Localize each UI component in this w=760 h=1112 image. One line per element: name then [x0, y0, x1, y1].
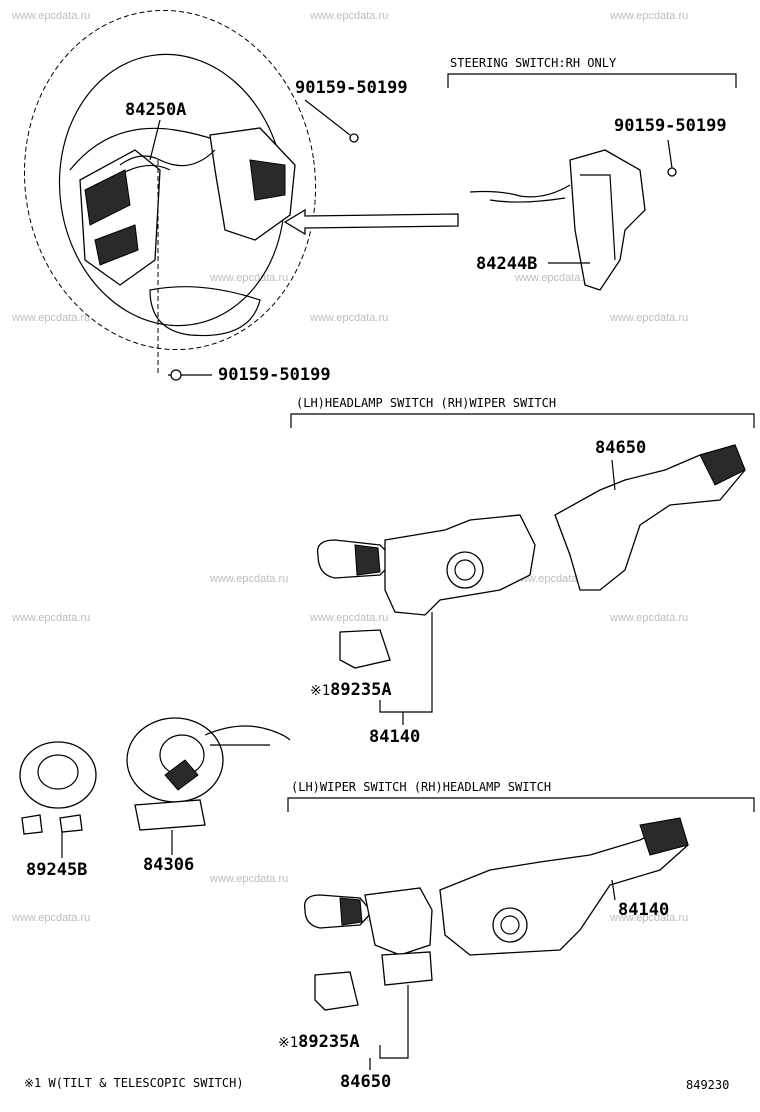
part-label-84650: 84650 [595, 438, 647, 458]
part-label-90159-50199: 90159-50199 [295, 78, 408, 98]
watermark: www.epcdata.ru [12, 10, 91, 22]
part-label-84306: 84306 [143, 855, 195, 875]
steering-wheel-drawing [23, 9, 459, 381]
part-label-84140: 84140 [618, 900, 670, 920]
watermark: www.epcdata.ru [610, 612, 689, 624]
note-mark: ※1 [310, 683, 331, 699]
combination-switch-2-drawing [287, 797, 755, 1070]
part-label-84140: 84140 [369, 727, 421, 747]
watermark: www.epcdata.ru [610, 312, 689, 324]
watermark: www.epcdata.ru [12, 312, 91, 324]
watermark: www.epcdata.ru [610, 10, 689, 22]
switch-group-caption-1: (LH)HEADLAMP SWITCH (RH)WIPER SWITCH [296, 396, 557, 410]
switch-group-caption-2: (LH)WIPER SWITCH (RH)HEADLAMP SWITCH [291, 780, 552, 794]
steering-switch-rh-drawing [447, 73, 737, 291]
part-label-89235A: ※189235A [310, 680, 392, 700]
note-mark: ※1 [278, 1035, 299, 1051]
spiral-cable-cover-drawing [19, 741, 97, 858]
combination-switch-1-drawing [290, 413, 755, 725]
watermark: www.epcdata.ru [515, 272, 594, 284]
watermark: www.epcdata.ru [512, 573, 591, 585]
illustration-number: 849230 [686, 1078, 730, 1092]
watermark: www.epcdata.ru [12, 612, 91, 624]
watermark: www.epcdata.ru [12, 912, 91, 924]
watermark: www.epcdata.ru [610, 912, 689, 924]
part-label-89235A: ※189235A [278, 1032, 360, 1052]
part-label-89245B: 89245B [26, 860, 88, 880]
watermark: www.epcdata.ru [310, 312, 389, 324]
part-label-84250A: 84250A [125, 100, 187, 120]
part-label-84244B: 84244B [476, 254, 538, 274]
steering-switch-caption: STEERING SWITCH:RH ONLY [450, 56, 617, 70]
watermark: www.epcdata.ru [210, 272, 289, 284]
part-label-90159-50199: 90159-50199 [614, 116, 727, 136]
watermark: www.epcdata.ru [210, 873, 289, 885]
footnote: ※1 W(TILT & TELESCOPIC SWITCH) [24, 1076, 244, 1090]
spiral-cable-drawing [126, 717, 291, 855]
part-label-90159-50199: 90159-50199 [218, 365, 331, 385]
watermark: www.epcdata.ru [210, 573, 289, 585]
watermark: www.epcdata.ru [310, 10, 389, 22]
watermark: www.epcdata.ru [310, 612, 389, 624]
part-label-84650: 84650 [340, 1072, 392, 1092]
